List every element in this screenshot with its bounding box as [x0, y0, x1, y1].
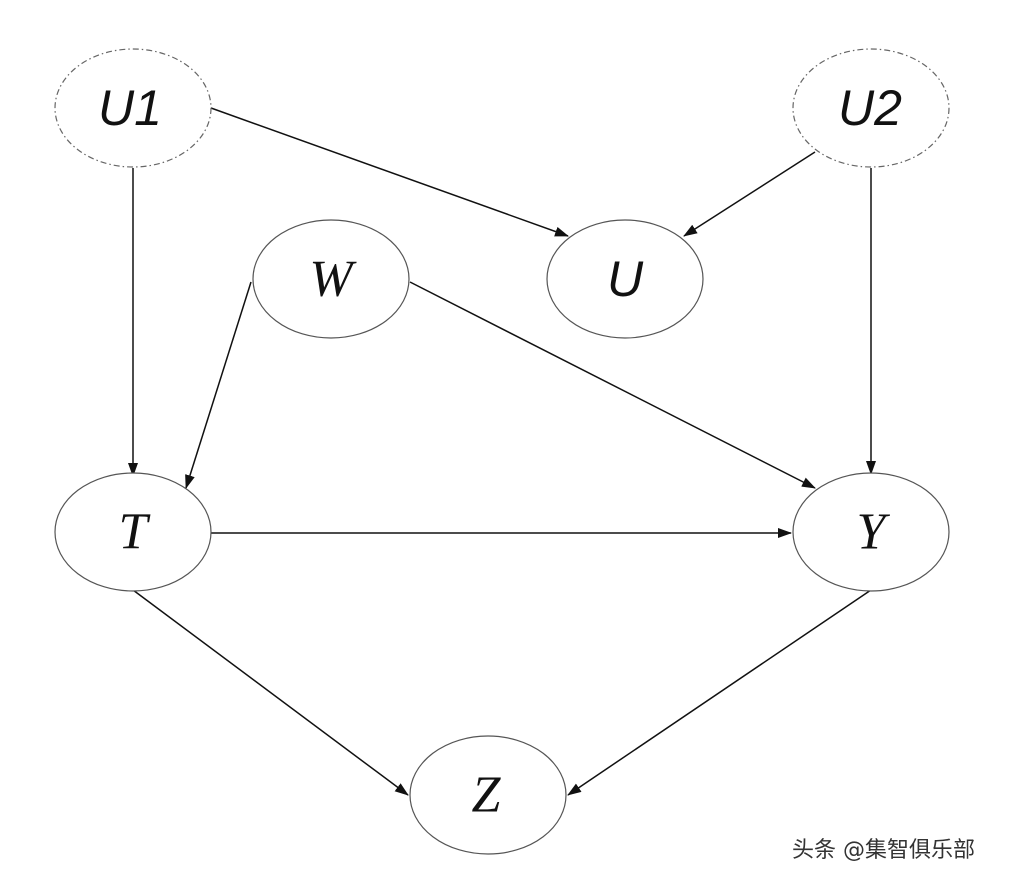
edges: [128, 107, 876, 796]
node-y-ellipse: [792, 472, 950, 592]
node-u1: U1: [54, 48, 212, 168]
node-u-label: U: [607, 251, 644, 307]
edge-t-to-z: [132, 589, 409, 796]
edge-u1-to-u: [210, 107, 569, 237]
watermark-text: 头条 @集智俱乐部: [792, 838, 975, 863]
node-u-ellipse: [546, 219, 704, 339]
node-y-label: Y: [857, 504, 891, 561]
node-u1-label: U1: [98, 80, 162, 136]
node-u: U: [546, 219, 704, 339]
edge-w-to-y: [409, 281, 816, 489]
edge-u2-to-u: [683, 151, 816, 237]
node-z: Z: [409, 735, 567, 855]
node-w: W: [252, 219, 410, 339]
node-t-label: T: [119, 504, 151, 561]
node-y: Y: [792, 472, 950, 592]
node-u1-ellipse: [54, 48, 212, 168]
node-t-ellipse: [54, 472, 212, 592]
node-w-label: W: [309, 251, 357, 308]
node-w-ellipse: [252, 219, 410, 339]
node-u2-label: U2: [838, 80, 902, 136]
edge-w-to-t: [185, 281, 252, 489]
node-z-ellipse: [409, 735, 567, 855]
edge-y-to-z: [567, 589, 872, 796]
node-t: T: [54, 472, 212, 592]
node-u2-ellipse: [792, 48, 950, 168]
node-z-label: Z: [472, 767, 502, 824]
node-u2: U2: [792, 48, 950, 168]
